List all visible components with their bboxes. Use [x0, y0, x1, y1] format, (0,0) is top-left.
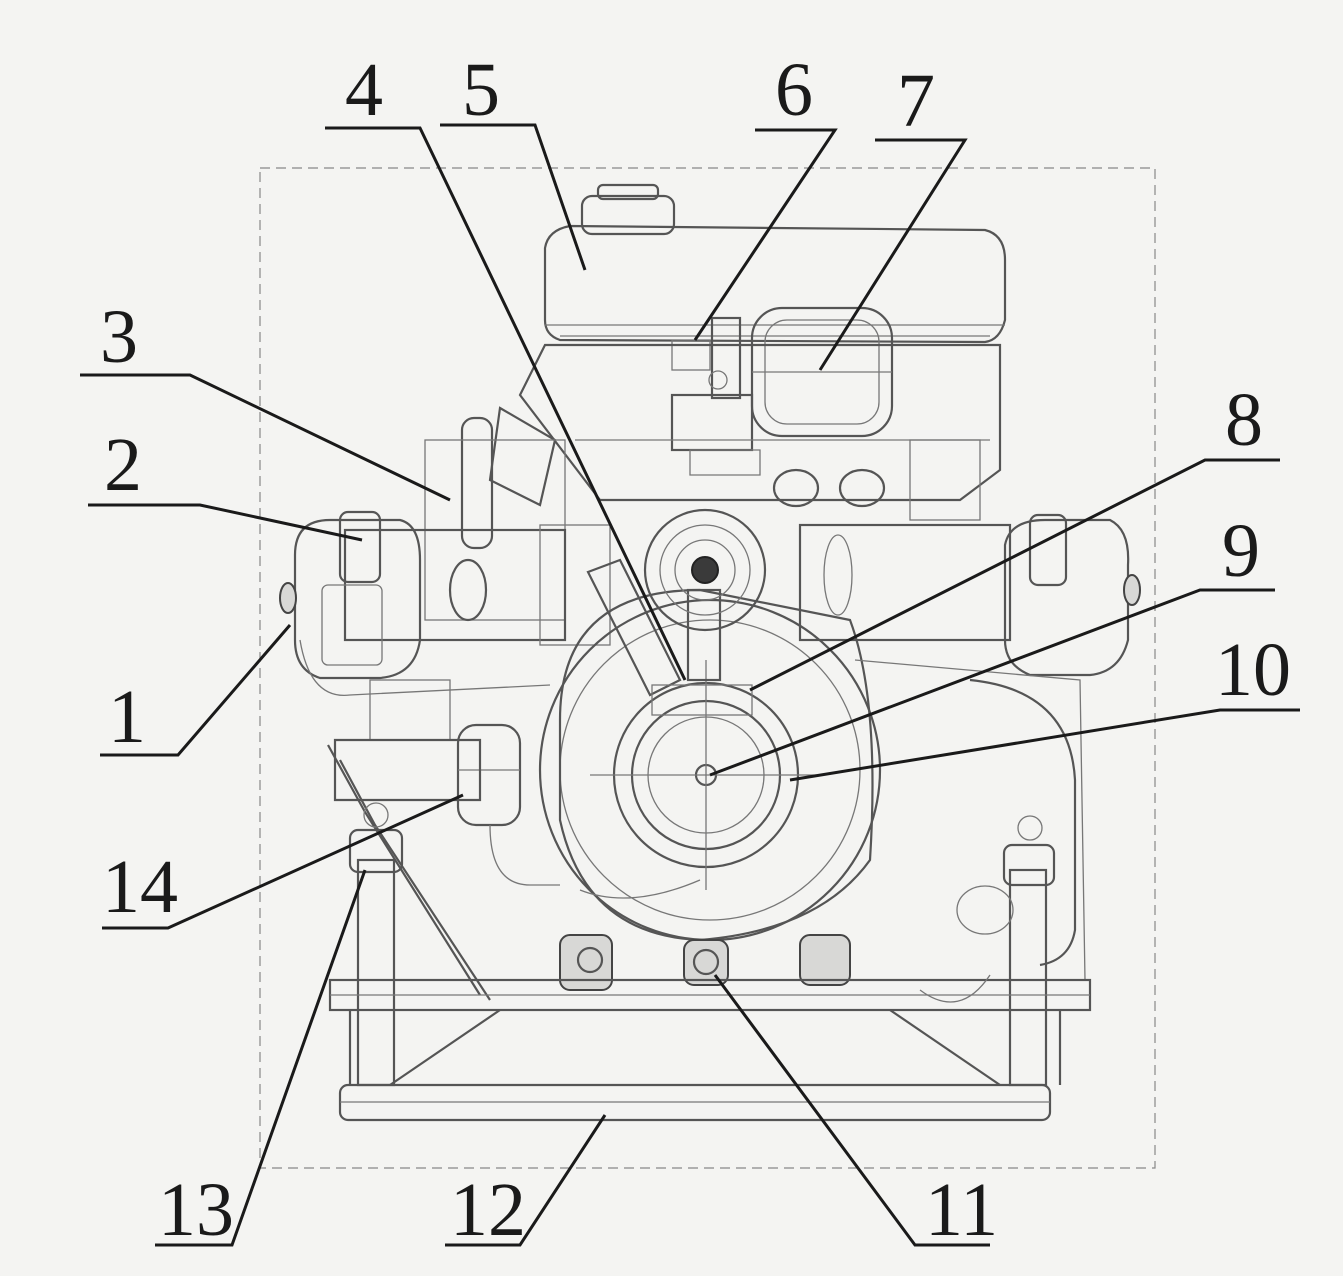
- leader-14: [102, 793, 464, 930]
- callout-10: 10: [1215, 628, 1291, 712]
- leader-3: [80, 373, 451, 502]
- leader-12: [445, 1114, 607, 1247]
- pulley: [643, 508, 767, 632]
- leader-11: [713, 974, 990, 1247]
- callout-labels: 1 2 3 4 5 6 7 8 9 10 11 12 13 14: [100, 48, 1291, 1252]
- callout-1: 1: [108, 675, 146, 759]
- callout-8: 8: [1225, 378, 1263, 462]
- callout-3: 3: [100, 295, 138, 379]
- muffler: [424, 406, 566, 621]
- drain-valves: [559, 934, 851, 991]
- leader-lines: [80, 123, 1300, 1247]
- callout-9: 9: [1222, 509, 1260, 593]
- leader-4: [325, 126, 687, 681]
- left-outlet-coupling: [279, 510, 422, 680]
- leader-13: [155, 869, 367, 1247]
- leader-5: [440, 123, 587, 271]
- callout-5: 5: [462, 48, 500, 132]
- connecting-rod: [586, 558, 753, 716]
- carburetor: [670, 316, 761, 476]
- air-filter: [750, 306, 894, 438]
- engine-block: [518, 343, 1002, 521]
- leader-2: [88, 503, 363, 542]
- vacuum-tank: [456, 723, 560, 886]
- machine-drawing: [259, 167, 1156, 1169]
- callout-2: 2: [104, 423, 142, 507]
- leader-7: [818, 138, 968, 371]
- callout-11: 11: [925, 1168, 998, 1252]
- pump-volute: [538, 588, 1086, 981]
- right-leg: [1002, 815, 1056, 1087]
- callout-4: 4: [345, 48, 383, 132]
- callout-12: 12: [450, 1168, 526, 1252]
- left-valve-assembly: [343, 524, 611, 646]
- right-valve-assembly: [798, 523, 1012, 642]
- left-leg: [348, 802, 404, 1087]
- fuel-tank: [543, 183, 1007, 344]
- drawing-frame: [259, 167, 1156, 1169]
- leader-6: [693, 128, 838, 341]
- right-outlet-coupling: [1003, 513, 1141, 677]
- leader-10: [789, 708, 1300, 782]
- callout-6: 6: [775, 48, 813, 132]
- base-frame: [328, 978, 1092, 1122]
- callout-14: 14: [102, 845, 178, 929]
- leader-8: [749, 458, 1280, 692]
- callout-13: 13: [158, 1168, 234, 1252]
- pump-inlet: [590, 660, 820, 890]
- hoses: [299, 639, 991, 1003]
- leader-1: [100, 624, 292, 757]
- callout-7: 7: [897, 59, 935, 143]
- exhaust-pipe: [956, 678, 1077, 967]
- leader-9: [709, 588, 1275, 777]
